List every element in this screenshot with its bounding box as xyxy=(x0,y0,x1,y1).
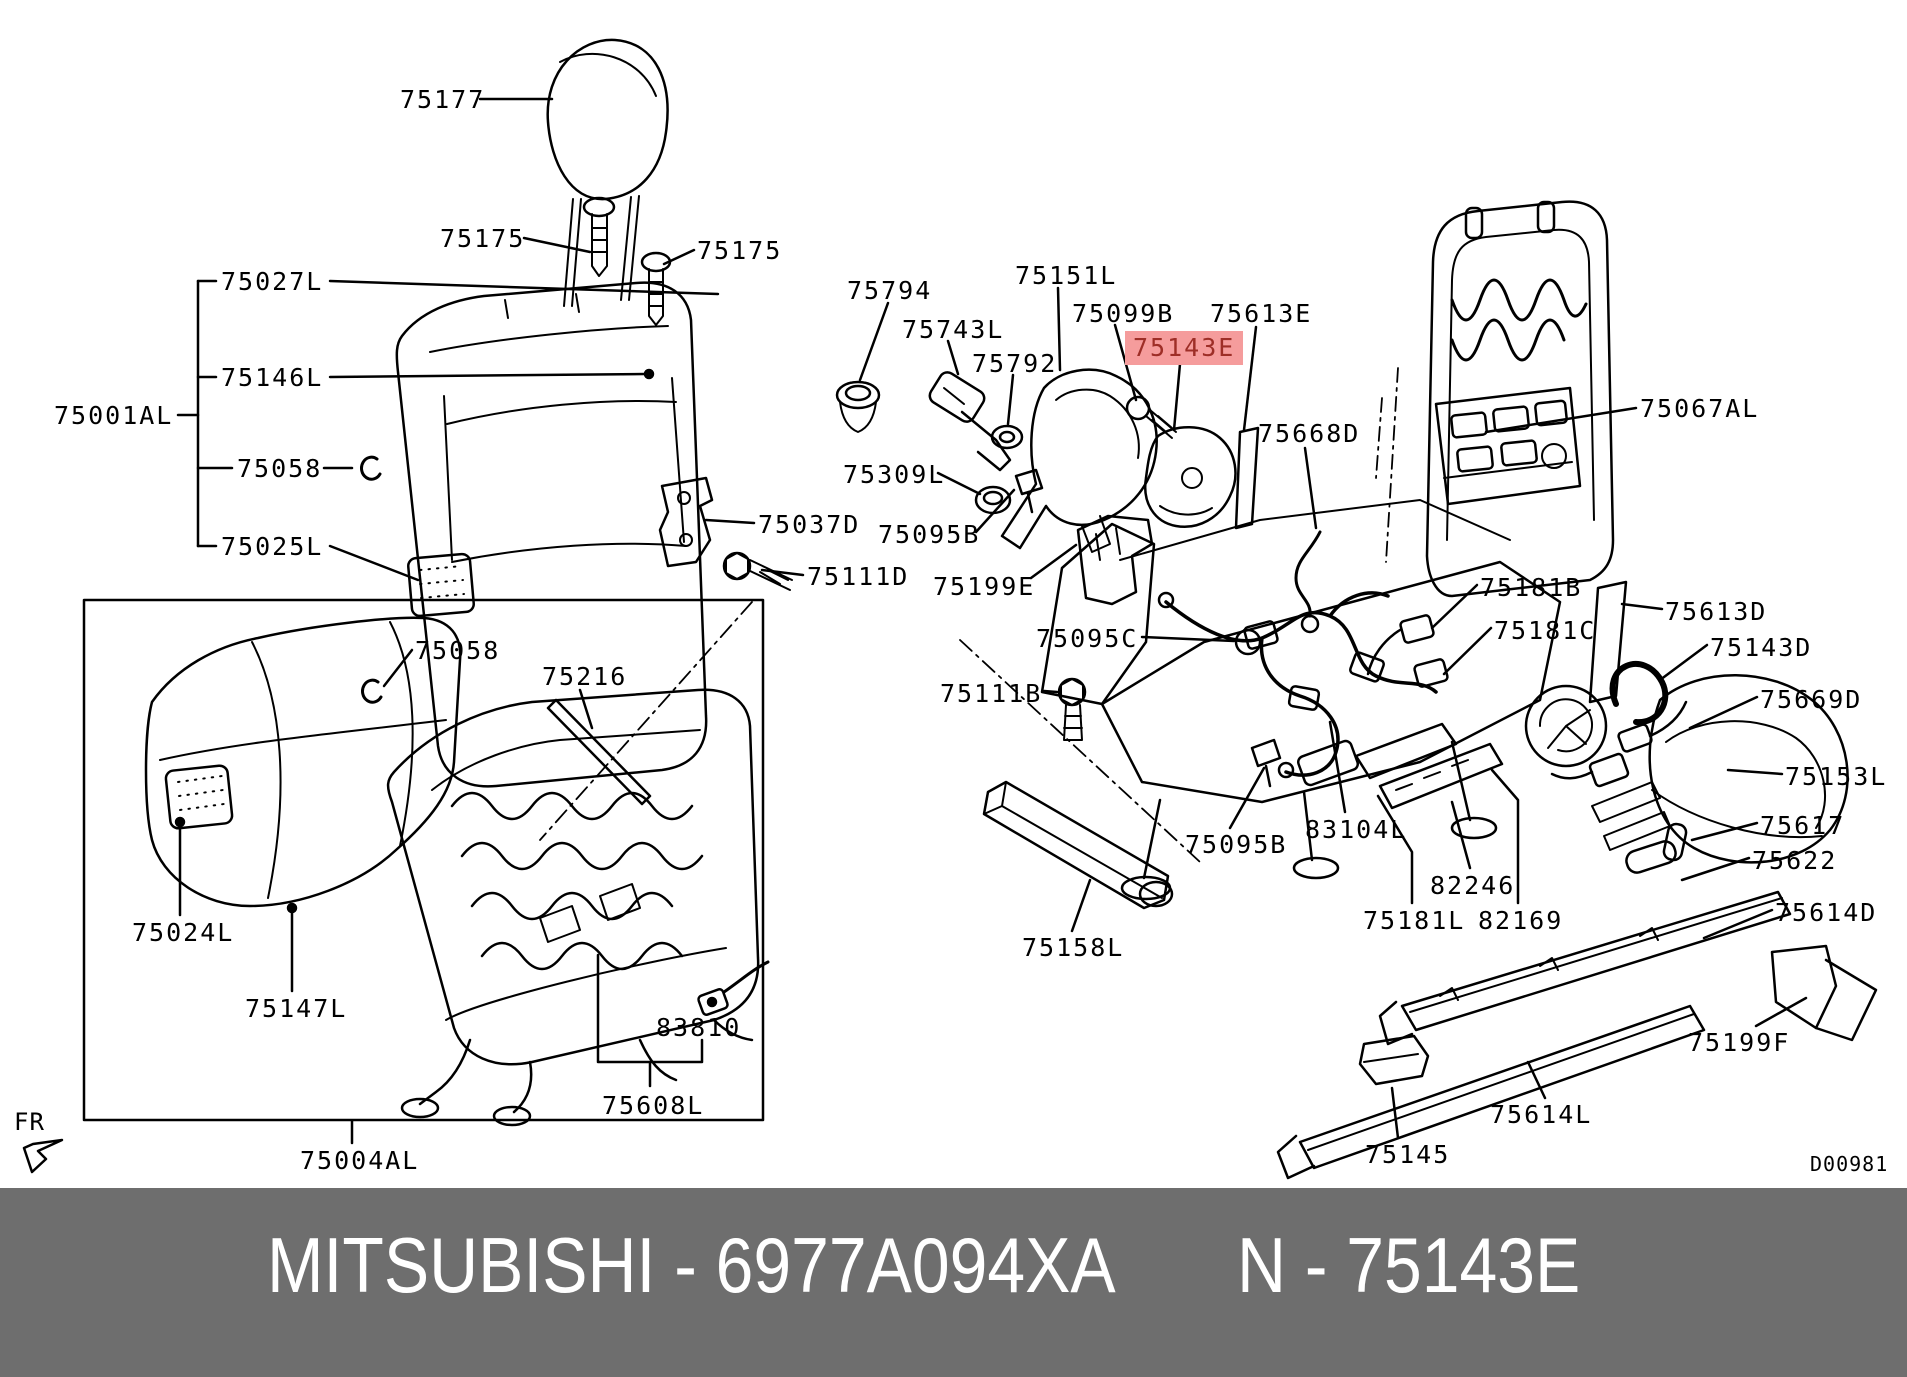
part-label-75025L: 75025L xyxy=(221,532,324,561)
leader-lines-box xyxy=(174,648,594,1145)
part-label-75143E-highlighted: 75143E xyxy=(1125,331,1244,365)
part-label-75111B: 75111B xyxy=(940,679,1043,708)
part-label-75199F: 75199F xyxy=(1688,1028,1791,1057)
rod-75216-drawing xyxy=(539,601,753,841)
leader-lines-center xyxy=(704,286,1347,933)
harness-83104L-drawing xyxy=(1157,591,1438,779)
part-label-75175: 75175 xyxy=(440,224,526,253)
harness-83810-drawing xyxy=(596,953,770,1088)
right-parts-drawings xyxy=(1276,580,1878,1180)
footer-reference-number: N - 75143E xyxy=(1237,1221,1581,1309)
bar-75158L-drawing xyxy=(982,780,1174,910)
fr-direction-label: FR xyxy=(14,1108,45,1136)
part-label-75058: 75058 xyxy=(415,636,501,665)
headrest-bolt-drawings xyxy=(582,196,672,326)
leader-lines-left xyxy=(176,97,720,582)
seat-frame-drawing xyxy=(386,688,760,1127)
part-label-75111D: 75111D xyxy=(807,562,910,591)
part-label-75181L: 75181L xyxy=(1363,906,1466,935)
part-label-75145: 75145 xyxy=(1365,1140,1451,1169)
part-label-75181C: 75181C xyxy=(1494,616,1597,645)
part-label-75143D: 75143D xyxy=(1710,633,1813,662)
part-label-75095B: 75095B xyxy=(1185,830,1288,859)
center-small-parts xyxy=(1057,628,1282,788)
part-label-75794: 75794 xyxy=(847,276,933,305)
part-label-75175: 75175 xyxy=(697,236,783,265)
part-label-75095B: 75095B xyxy=(878,520,981,549)
seat-cushion-drawing xyxy=(144,616,462,908)
part-label-75027L: 75027L xyxy=(221,267,324,296)
part-label-75024L: 75024L xyxy=(132,918,235,947)
part-label-75617: 75617 xyxy=(1760,811,1846,840)
part-label-75613E: 75613E xyxy=(1210,299,1313,328)
part-label-75608L: 75608L xyxy=(602,1091,705,1120)
part-label-75613D: 75613D xyxy=(1665,597,1768,626)
part-label-82246: 82246 xyxy=(1430,871,1516,900)
part-label-82169: 82169 xyxy=(1478,906,1564,935)
part-label-75095C: 75095C xyxy=(1036,624,1139,653)
part-label-83104L: 83104L xyxy=(1305,815,1408,844)
seat-back-drawing xyxy=(395,281,708,788)
headrest-drawing xyxy=(546,38,669,307)
part-label-75037D: 75037D xyxy=(758,510,861,539)
part-label-75792: 75792 xyxy=(972,349,1058,378)
part-label-75151L: 75151L xyxy=(1015,261,1118,290)
seat-back-frame-drawing xyxy=(1366,200,1615,688)
fr-arrow-icon xyxy=(22,1138,64,1174)
part-label-75004AL: 75004AL xyxy=(300,1146,420,1175)
part-label-75153L: 75153L xyxy=(1785,762,1888,791)
part-label-75309L: 75309L xyxy=(843,460,946,489)
part-label-75181B: 75181B xyxy=(1480,573,1583,602)
footer-brand-part-number: MITSUBISHI - 6977A094XA xyxy=(267,1221,1116,1309)
part-label-75614L: 75614L xyxy=(1490,1100,1593,1129)
seat-base-box xyxy=(82,598,765,1122)
part-label-75146L: 75146L xyxy=(221,363,324,392)
part-label-75158L: 75158L xyxy=(1022,933,1125,962)
part-label-75001AL: 75001AL xyxy=(54,401,174,430)
part-label-75147L: 75147L xyxy=(245,994,348,1023)
recliner-parts-drawings xyxy=(658,368,1322,634)
center-frame-drawing xyxy=(959,397,1562,901)
part-label-83810: 83810 xyxy=(656,1013,742,1042)
part-label-75668D: 75668D xyxy=(1258,419,1361,448)
hook-clip-drawings xyxy=(360,455,383,704)
part-label-75099B: 75099B xyxy=(1072,299,1175,328)
footer-banner: MITSUBISHI - 6977A094XA N - 75143E xyxy=(0,1188,1907,1377)
part-label-75177: 75177 xyxy=(400,85,486,114)
part-label-75199E: 75199E xyxy=(933,572,1036,601)
part-label-75067AL: 75067AL xyxy=(1640,394,1760,423)
part-label-75743L: 75743L xyxy=(902,315,1005,344)
part-label-75669D: 75669D xyxy=(1760,685,1863,714)
drawing-code: D00981 xyxy=(1810,1152,1889,1176)
part-label-75216: 75216 xyxy=(542,662,628,691)
part-label-75058: 75058 xyxy=(237,454,323,483)
part-label-75622: 75622 xyxy=(1752,846,1838,875)
part-label-75614D: 75614D xyxy=(1775,898,1878,927)
leader-lines-right xyxy=(1376,406,1808,1140)
